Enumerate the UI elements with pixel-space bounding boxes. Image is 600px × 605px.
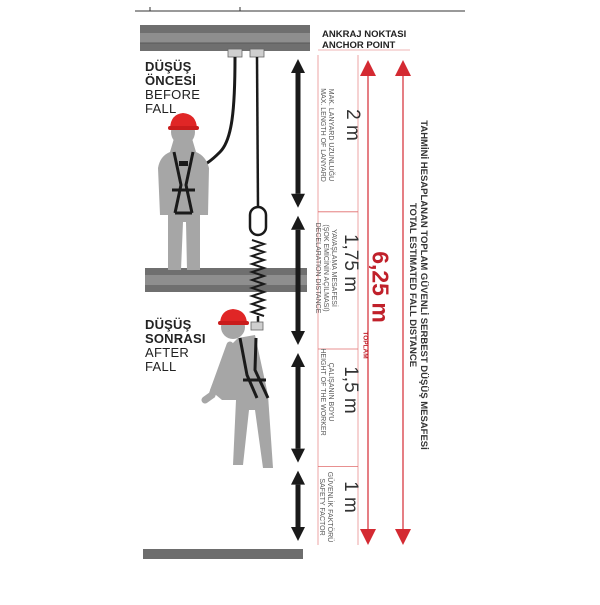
segment-arrow-head bbox=[291, 193, 305, 208]
segment-arrow-head bbox=[291, 59, 305, 73]
middle-beam bbox=[145, 268, 307, 292]
worker-after-figure bbox=[201, 309, 273, 468]
anchor-label-en: ANCHOR POINT bbox=[322, 40, 396, 51]
lanyard-before bbox=[195, 56, 237, 170]
before-fall-en-1: BEFORE bbox=[145, 87, 201, 102]
ground-beam bbox=[143, 549, 303, 559]
shock-absorber-loop bbox=[248, 205, 268, 237]
after-fall-en-2: FALL bbox=[145, 359, 177, 374]
segment-arrow-head bbox=[291, 448, 305, 463]
after-fall-title-1: DÜŞÜŞ bbox=[145, 317, 192, 332]
worker-before-figure bbox=[158, 113, 209, 270]
total-arrow-inner-head bbox=[360, 529, 376, 545]
segment-arrows bbox=[291, 59, 305, 541]
segment-arrow-head bbox=[291, 331, 305, 345]
total-description: TAHMİNİ HESAPLANAN TOPLAM GÜVENLİ SERBES… bbox=[407, 120, 429, 450]
segment-arrow-head bbox=[291, 215, 305, 230]
anchor-beam bbox=[140, 25, 310, 51]
after-fall-en-1: AFTER bbox=[145, 345, 190, 360]
total-arrow-inner-head bbox=[360, 60, 376, 76]
segment-value: 1,75 m bbox=[340, 233, 361, 293]
total-sub-label: TOPLAM bbox=[361, 331, 369, 359]
anchor-clamp bbox=[249, 48, 265, 58]
segment-arrow-head bbox=[291, 470, 305, 485]
shock-absorber-coil bbox=[248, 239, 268, 317]
total-arrow-outer-head bbox=[395, 60, 411, 76]
segment-value: 2 m bbox=[342, 109, 363, 141]
anchor-clamp bbox=[227, 48, 243, 58]
total-value: 6,25 m bbox=[367, 251, 394, 323]
before-fall-title-1: DÜŞÜŞ bbox=[145, 59, 192, 74]
lanyard-hook bbox=[250, 321, 264, 331]
segment-value: 1 m bbox=[340, 481, 361, 513]
segment-value: 1,5 m bbox=[340, 366, 361, 414]
before-fall-en-2: FALL bbox=[145, 101, 177, 116]
after-fall-title-2: SONRASI bbox=[145, 331, 206, 346]
total-arrows bbox=[360, 60, 411, 545]
anchor-label-tr: ANKRAJ NOKTASI bbox=[322, 29, 407, 40]
total-arrow-outer-head bbox=[395, 529, 411, 545]
segment-description: YAVAŞLAMA MESAFESİ(ŞOK EMİCİNİN AÇILMASI… bbox=[314, 222, 337, 314]
segment-arrow-head bbox=[291, 353, 305, 367]
segment-arrow-head bbox=[291, 527, 305, 541]
lanyard-after bbox=[255, 56, 260, 209]
before-fall-title-2: ÖNCESİ bbox=[145, 73, 197, 88]
segment-guides bbox=[317, 49, 410, 545]
